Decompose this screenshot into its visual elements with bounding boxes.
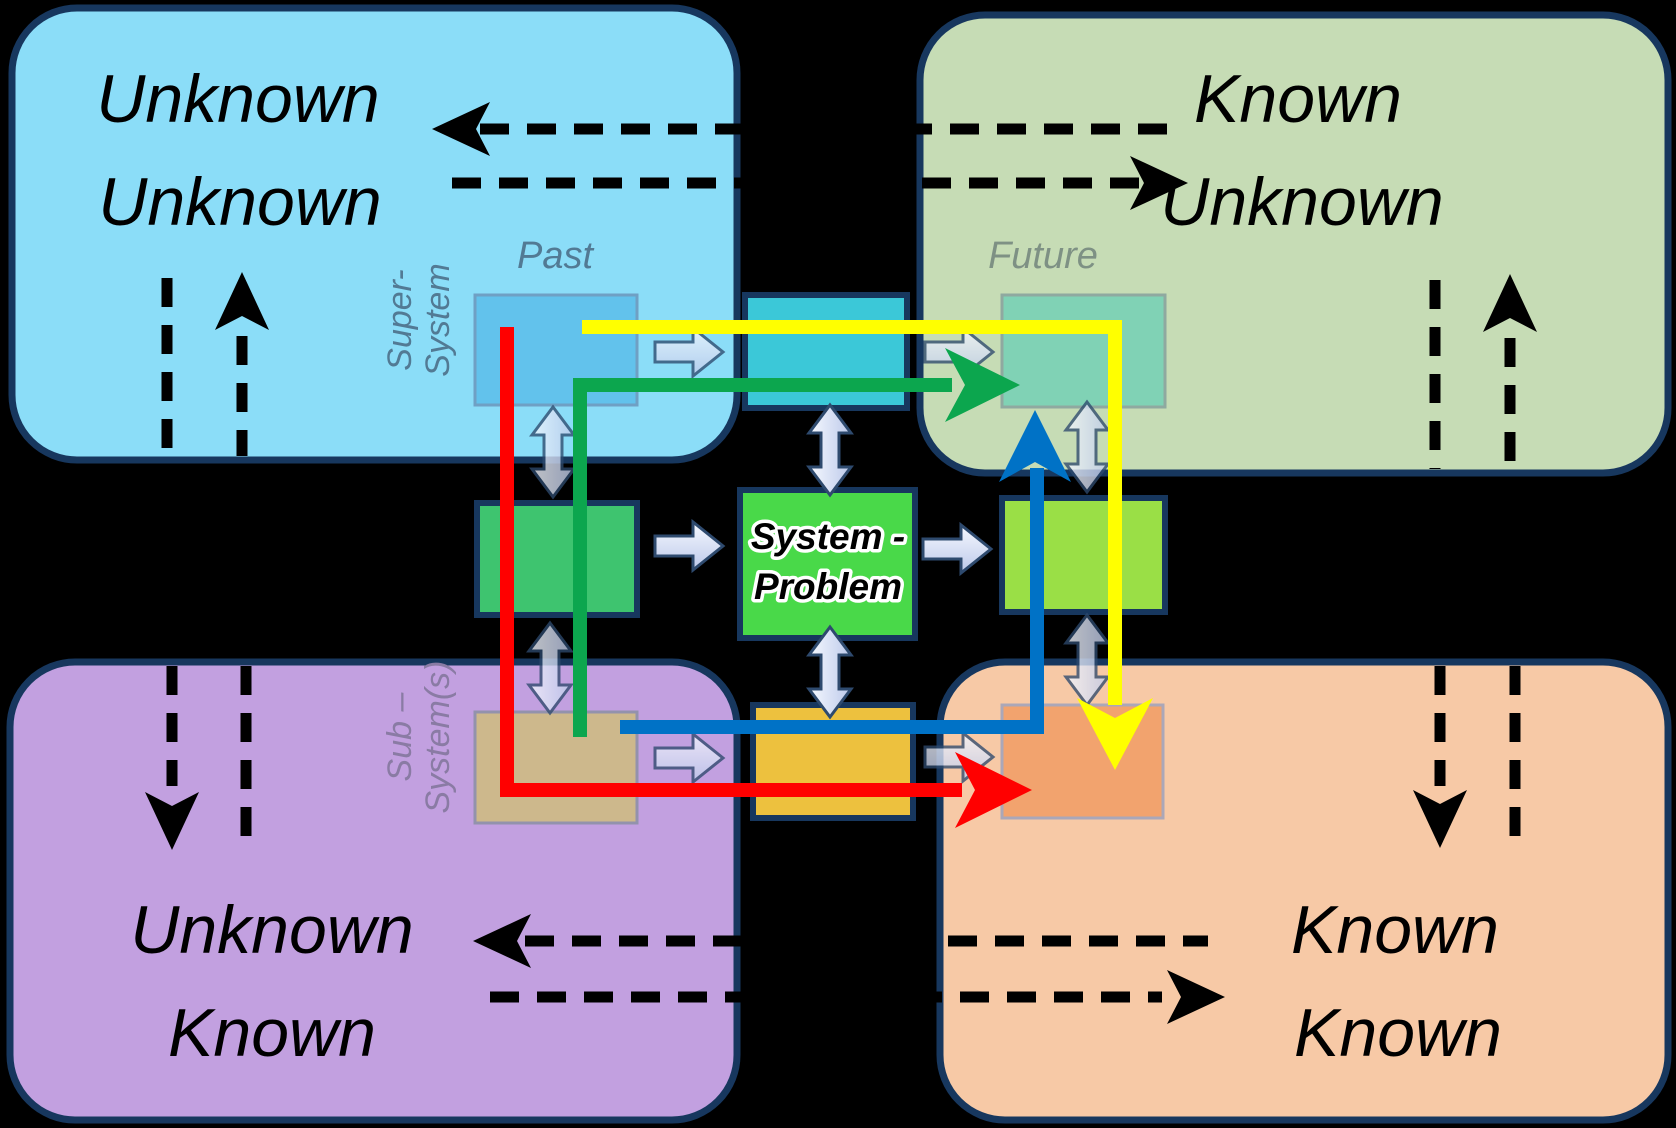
- label-future: Future: [988, 235, 1098, 277]
- dashed-arrowhead-up-top-right: [1483, 274, 1537, 332]
- block-arrow-past-system-to-problem: [653, 518, 726, 574]
- block-arrow-past-sub-to-present: [653, 730, 726, 786]
- label-top-left-line1: Unknown: [96, 61, 380, 137]
- label-past: Past: [517, 235, 594, 277]
- label-sub-system-line1: Sub –: [381, 691, 419, 781]
- box-future-super-system: [1000, 293, 1167, 409]
- dashed-arrowhead-down-bottom-left: [145, 792, 199, 850]
- double-arrow-past-system-sub: [526, 620, 574, 716]
- block-arrow-problem-to-future-system: [921, 521, 994, 577]
- label-top-left-line2: Unknown: [98, 164, 382, 240]
- double-arrow-past-super-system: [529, 404, 577, 500]
- label-bottom-left-line1: Unknown: [130, 892, 414, 968]
- double-arrow-problem-present-sub: [806, 624, 854, 720]
- label-top-right-line2: Unknown: [1160, 164, 1444, 240]
- route-red-line: [500, 327, 962, 797]
- block-arrow-past-super-to-present: [653, 324, 726, 380]
- label-bottom-left-line2: Known: [168, 995, 376, 1071]
- route-red-arrowhead: [955, 752, 1032, 828]
- route-yellow-line: [582, 320, 1122, 705]
- route-green-arrowhead: [945, 348, 1020, 422]
- route-yellow-arrowhead: [1077, 698, 1153, 770]
- label-bottom-right-line2: Known: [1294, 995, 1502, 1071]
- label-super-system-line2: System: [419, 263, 457, 376]
- route-blue-line: [620, 468, 1044, 734]
- dashed-arrowhead-right-top: [1130, 156, 1188, 210]
- label-super-system-line1: Super-: [381, 269, 419, 370]
- double-arrow-present-super-problem: [806, 402, 854, 498]
- label-sub-system-line2: System(s): [419, 661, 457, 814]
- route-green-line: [573, 378, 952, 737]
- dashed-arrowhead-up-top-left: [215, 272, 269, 330]
- route-blue-arrowhead: [999, 410, 1071, 482]
- system-problem-text-line2: Problem: [754, 566, 902, 607]
- dashed-arrowhead-left-bottom: [473, 914, 531, 968]
- label-top-right-line1: Known: [1194, 61, 1402, 137]
- system-problem-text-line1: System -: [751, 516, 905, 557]
- label-bottom-right-line1: Known: [1291, 892, 1499, 968]
- box-past-sub-system: [473, 710, 639, 825]
- box-future-system: [999, 495, 1168, 615]
- dashed-arrowhead-left-top: [432, 102, 490, 156]
- box-system-problem: [737, 487, 918, 641]
- double-arrow-future-super-system: [1063, 399, 1111, 495]
- dashed-arrowhead-right-bottom: [1167, 970, 1225, 1024]
- dashed-arrowhead-down-bottom-right: [1413, 790, 1467, 848]
